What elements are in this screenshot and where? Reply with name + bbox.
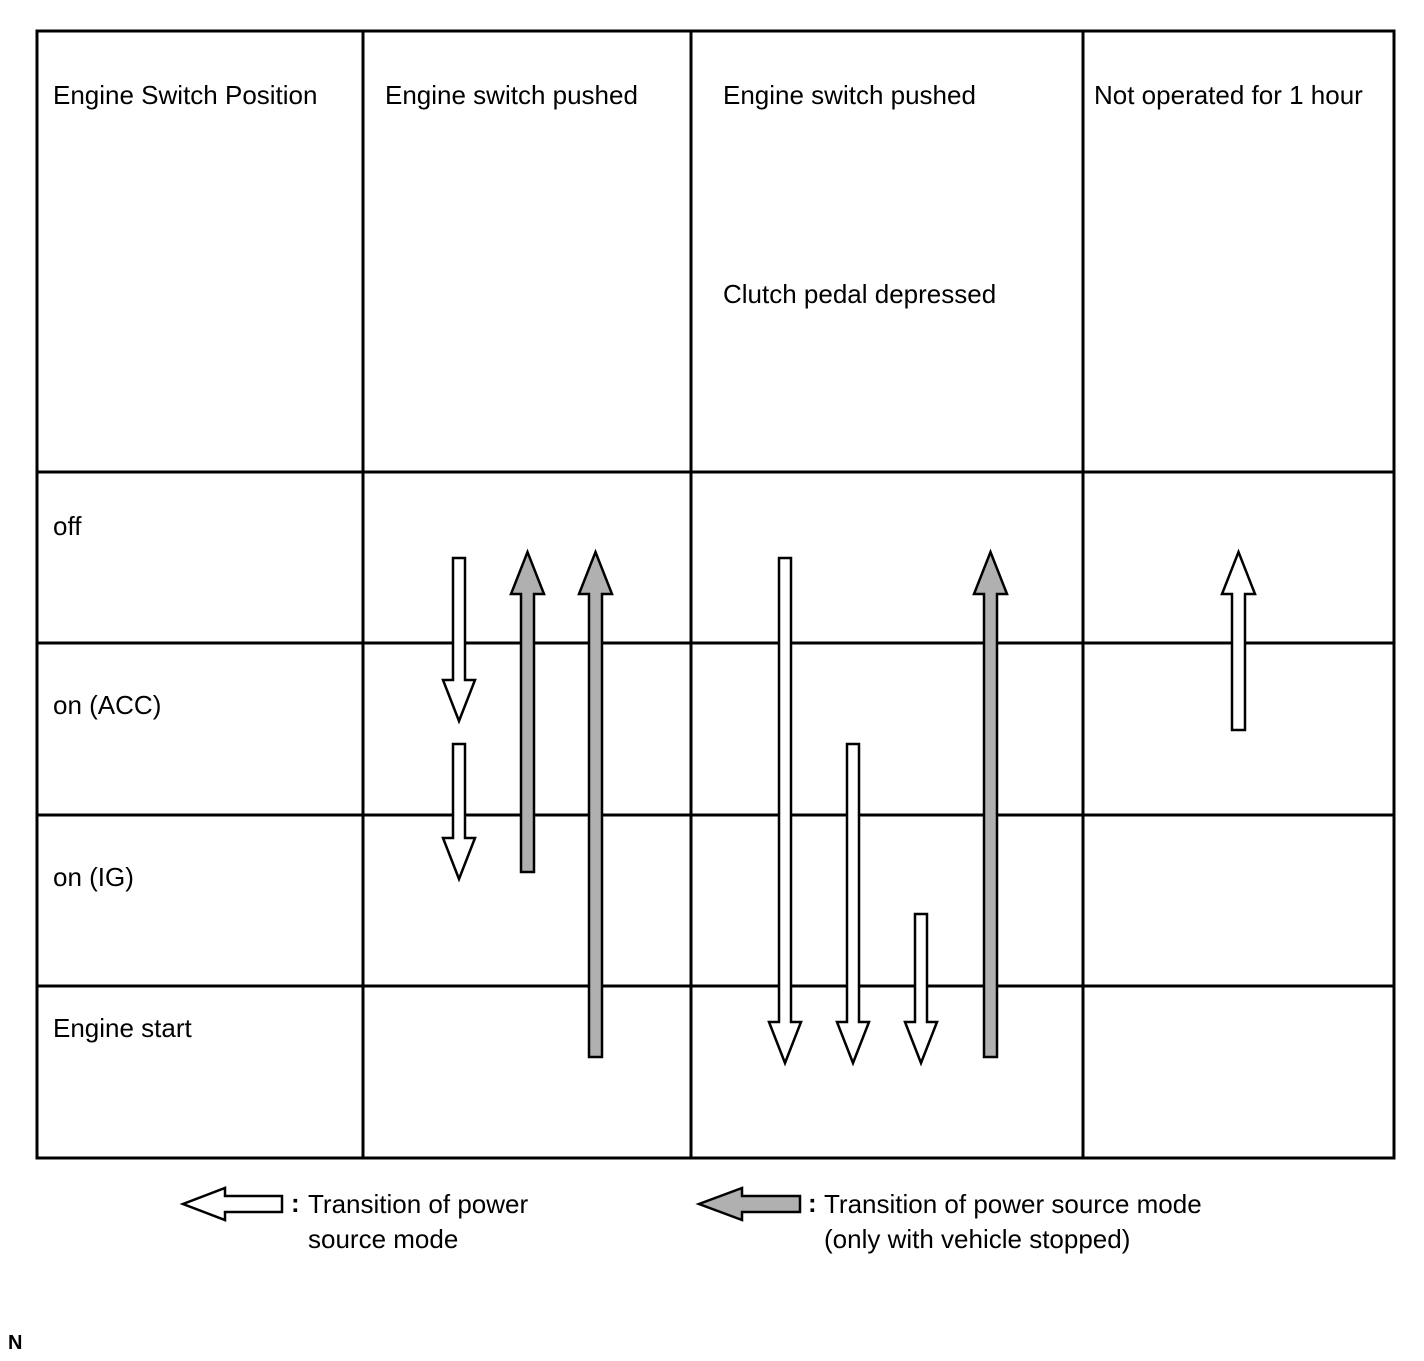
arrow-acc-to-start	[835, 742, 871, 1067]
header-engine-switch-pushed-2: Engine switch pushed	[723, 80, 976, 110]
row-label-engine-start: Engine start	[53, 1013, 192, 1043]
legend-arrows	[179, 1186, 802, 1222]
legend-gray-line1: Transition of power source mode	[824, 1189, 1202, 1219]
legend-white-arrow	[179, 1186, 284, 1222]
arrow-ig-to-start	[903, 912, 939, 1067]
header-clutch-pedal-depressed: Clutch pedal depressed	[723, 279, 997, 309]
legend-separator-white: :	[291, 1188, 300, 1218]
header-not-operated: Not operated for 1 hour	[1094, 80, 1363, 110]
legend-white-line2: source mode	[308, 1224, 459, 1254]
arrow-start-to-off	[577, 548, 614, 1059]
header-engine-switch-pushed-1: Engine switch pushed	[385, 80, 638, 110]
row-label-acc: on (ACC)	[53, 690, 162, 720]
arrow-acc-to-off-timeout	[1220, 548, 1257, 732]
row-label-ig: on (IG)	[53, 862, 134, 892]
arrow-ig-to-off	[509, 548, 546, 874]
corner-mark: N	[8, 1332, 23, 1354]
arrow-off-to-start	[767, 556, 803, 1067]
row-label-off: off	[53, 511, 82, 541]
legend-gray-line2: (only with vehicle stopped)	[824, 1224, 1131, 1254]
legend-white-line1: Transition of power	[308, 1189, 529, 1219]
transition-arrows	[441, 548, 1257, 1067]
arrow-acc-to-ig	[441, 742, 477, 883]
arrow-start-to-off-clutch	[972, 548, 1009, 1059]
legend-separator-gray: :	[808, 1188, 817, 1218]
table-grid	[35, 29, 1396, 1160]
table-border	[35, 29, 1396, 1160]
legend-gray-arrow	[695, 1186, 802, 1222]
arrow-off-to-acc	[441, 556, 477, 725]
header-engine-switch-position: Engine Switch Position	[53, 80, 318, 110]
